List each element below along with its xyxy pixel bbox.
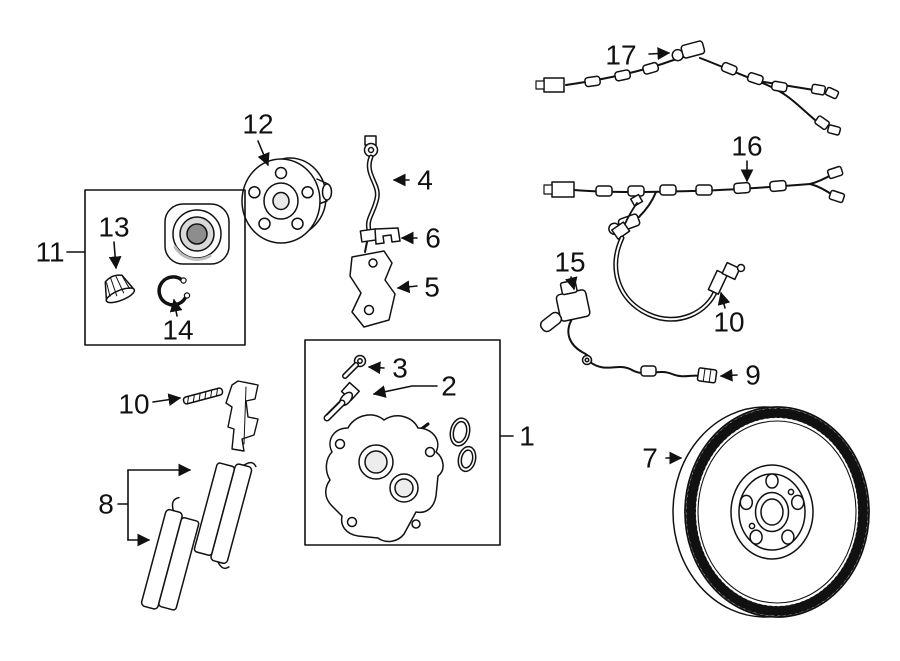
part-brake-pad-inner <box>140 496 200 611</box>
leader-line-5 <box>396 280 418 294</box>
bearing-kit-frame <box>84 189 246 346</box>
callout-10-pin[interactable]: 10 <box>118 389 149 420</box>
caliper-kit-frame <box>304 339 501 546</box>
part-wheel-hub <box>241 157 333 244</box>
part-hose-bracket <box>349 250 396 328</box>
leader-line-9 <box>719 368 738 382</box>
part-axle-nut <box>104 274 136 304</box>
callout-6[interactable]: 6 <box>425 223 441 254</box>
callout-1[interactable]: 1 <box>519 421 535 452</box>
callout-15[interactable]: 15 <box>554 247 585 278</box>
part-wheel-bearing <box>164 203 230 265</box>
callout-8[interactable]: 8 <box>98 489 114 520</box>
callout-11[interactable]: 11 <box>35 237 64 268</box>
part-guide-bolt <box>323 381 360 422</box>
callout-17[interactable]: 17 <box>605 40 636 71</box>
group-caliper-kit-box <box>304 339 501 546</box>
leader-line-12 <box>257 140 270 167</box>
callout-14[interactable]: 14 <box>162 315 193 346</box>
leader-line-10-pin <box>152 393 182 407</box>
part-retaining-pin <box>182 387 224 405</box>
part-brake-caliper <box>325 414 444 543</box>
leader-lines <box>66 47 754 547</box>
callout-3[interactable]: 3 <box>392 353 408 384</box>
group-bearing-kit-box <box>84 189 246 346</box>
leader-line-14 <box>169 298 183 317</box>
part-brake-rotor <box>672 406 870 618</box>
callout-5[interactable]: 5 <box>424 272 440 303</box>
leader-line-3 <box>367 361 385 375</box>
harness17-sensor-head <box>671 40 706 62</box>
harness16-connector <box>551 181 575 198</box>
harness17-grommets <box>584 61 788 93</box>
part-brake-hose-short <box>359 135 380 253</box>
part-sensor-wire <box>581 354 718 384</box>
part-abs-harness-front <box>535 40 842 136</box>
callout-4[interactable]: 4 <box>417 165 433 196</box>
part-abs-harness-rear <box>543 165 846 236</box>
harness17-connector <box>543 77 565 93</box>
callout-13[interactable]: 13 <box>98 212 129 243</box>
leader-line-2 <box>372 385 438 398</box>
callout-10-hose[interactable]: 10 <box>713 307 744 338</box>
leader-line-10-hose <box>717 291 731 309</box>
callout-labels: 1 2 3 4 5 6 7 8 9 10 10 11 12 13 14 15 1… <box>35 40 762 520</box>
callout-7[interactable]: 7 <box>642 443 658 474</box>
callout-12[interactable]: 12 <box>242 109 273 140</box>
leader-line-13 <box>108 241 122 270</box>
part-abs-sensor <box>539 279 593 363</box>
part-brake-hose-long <box>611 193 746 322</box>
part-hose-clamp <box>374 227 401 245</box>
callout-16[interactable]: 16 <box>731 131 762 162</box>
part-seal-kit <box>449 417 477 473</box>
leader-line-15 <box>564 276 578 291</box>
leader-line-17 <box>648 47 671 60</box>
part-caliper-screw <box>342 354 367 379</box>
callout-9[interactable]: 9 <box>745 360 761 391</box>
harness16-grommets <box>595 179 787 197</box>
callout-2[interactable]: 2 <box>441 371 457 402</box>
leader-line-8-stem <box>117 469 129 541</box>
part-pad-retainer-clip <box>225 380 259 452</box>
part-brake-pad-outer <box>193 461 257 570</box>
wire9-connector <box>696 367 718 384</box>
